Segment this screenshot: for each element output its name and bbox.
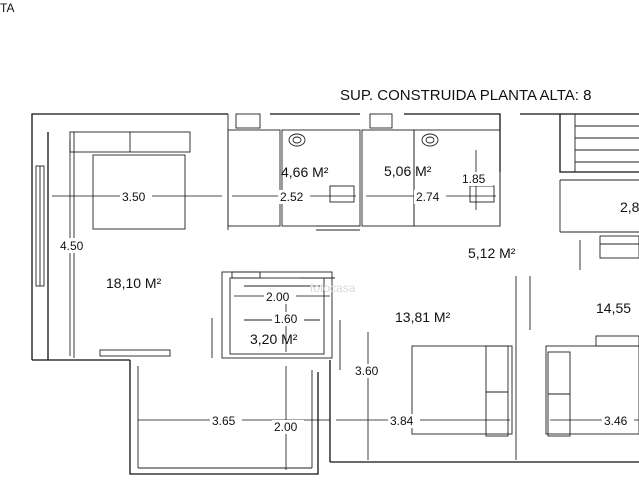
dim-bedroom2-width: 3.84 (390, 414, 414, 428)
outer-walls (31, 113, 639, 361)
dim-bath2-width: 2.74 (416, 190, 440, 204)
dim-bed-height: 4.50 (60, 239, 84, 253)
area-hall: 5,12 M² (468, 245, 516, 261)
bedroom-3 (545, 335, 639, 437)
area-bedroom-2: 13,81 M² (395, 309, 451, 325)
main-bedroom (69, 114, 229, 358)
dim-closet-depth: 1.60 (274, 312, 298, 326)
dim-bath2-depth: 1.85 (462, 172, 486, 186)
area-bedroom-3: 14,55 (596, 300, 631, 316)
dimension-labels: 3.50 4.50 2.52 2.74 1.85 2.00 1.60 3.60 … (60, 172, 634, 434)
dim-bedroom2-height: 3.60 (355, 364, 379, 378)
area-closet: 3,20 M² (250, 331, 298, 347)
dim-terrace-depth: 2.00 (274, 420, 298, 434)
bathroom-1 (227, 113, 361, 231)
stair (559, 114, 639, 270)
dimension-lines (52, 140, 639, 470)
plan-title: SUP. CONSTRUIDA PLANTA ALTA: 8 (340, 87, 591, 104)
watermark: fotocasa (310, 281, 356, 295)
dim-bedroom3-width: 3.46 (604, 414, 628, 428)
area-bathroom-2: 5,06 M² (384, 163, 432, 179)
dim-closet-width: 2.00 (266, 290, 290, 304)
dim-bath1-width: 2.52 (280, 190, 304, 204)
corner-label: TA (0, 1, 14, 15)
dim-terrace-width: 3.65 (212, 414, 236, 428)
area-main-bedroom: 18,10 M² (106, 275, 162, 291)
area-bathroom-1: 4,66 M² (281, 164, 329, 180)
bathroom-2 (361, 113, 501, 227)
dim-bed-width: 3.50 (122, 190, 146, 204)
terrace (129, 360, 639, 475)
left-window (35, 165, 45, 287)
area-stair: 2,8 (620, 199, 639, 215)
bedroom-2 (329, 276, 531, 462)
